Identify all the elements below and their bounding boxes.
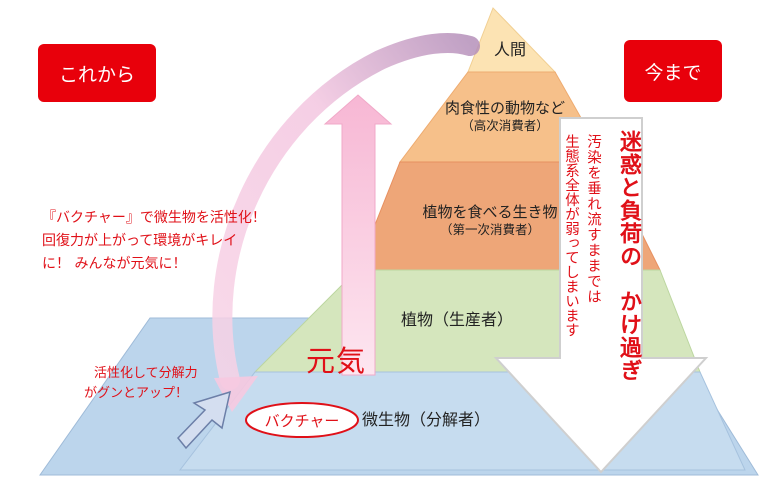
curved-arrow [212,32,480,390]
label-carnivore-sub: （高次消費者） [461,117,549,133]
burden-heading-col2: かけ過ぎ [616,290,641,382]
label-herbivore-sub: （第一次消費者） [439,221,540,237]
badge-imamade: 今まで [624,40,722,102]
label-herbivore-main: 植物を食べる生き物 [422,203,558,221]
label-plants: 植物（生産者） [400,310,513,329]
activation-line2: がグンとアップ！ [84,386,189,401]
activation-line1: 活性化して分解力 [94,366,198,381]
left-message-line2: 回復力が上がって環境がキレイ [42,233,238,249]
label-herbivore: 植物を食べる生き物 （第一次消費者） [380,203,600,237]
activation-text: 活性化して分解力 がグンとアップ！ [84,364,198,404]
label-carnivore: 肉食性の動物など （高次消費者） [405,99,605,133]
left-message: 『バクチャー』で微生物を活性化！ 回復力が上がって環境がキレイ に！ みんなが元… [42,207,266,276]
down-arrow [493,117,709,474]
genki-arrow [323,94,393,376]
curved-arrow-head [214,376,258,412]
label-human: 人間 [493,40,526,59]
badge-korekara: これから [38,44,156,102]
left-message-line3: に！ みんなが元気に！ [42,256,187,272]
label-carnivore-main: 肉食性の動物など [444,99,565,117]
label-microbes: 微生物（分解者） [362,410,491,429]
bacture-label: バクチャー [264,412,340,430]
burden-sub-col2: 生態系全体が弱ってしまいます [563,134,579,337]
left-message-line1: 『バクチャー』で微生物を活性化！ [42,210,266,226]
burden-heading-col1: 迷惑と負荷の [616,130,641,268]
bacture-ellipse [245,402,359,438]
burden-sub-col1: 汚染を垂れ流すままでは [585,134,601,305]
blue-arrow [177,390,232,450]
genki-label: 元気 [306,344,367,378]
